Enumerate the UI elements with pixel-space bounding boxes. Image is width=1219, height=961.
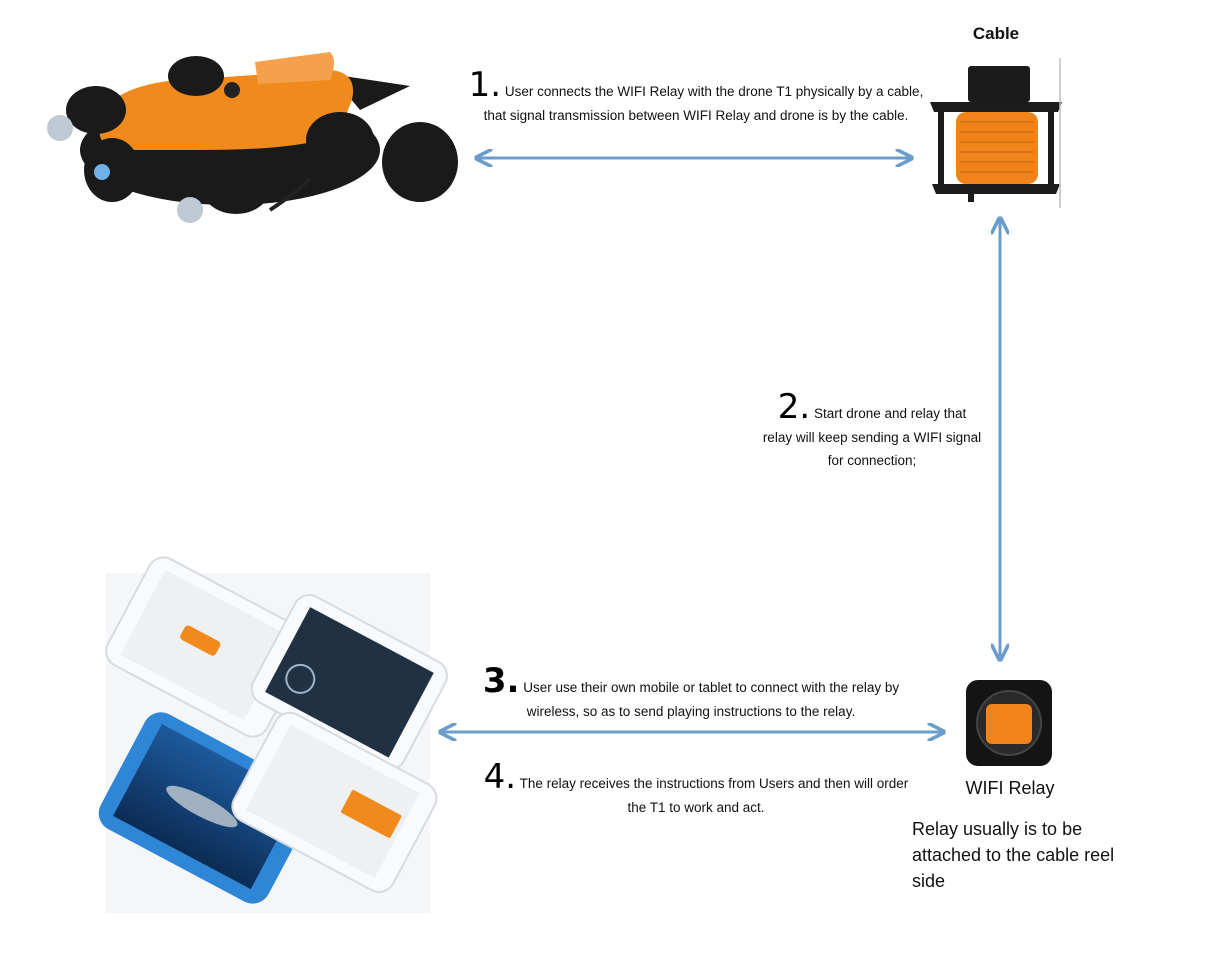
step-4-number: 4. (483, 757, 517, 797)
step-3-text: User use their own mobile or tablet to c… (523, 680, 900, 719)
step-4-text-block: 4. The relay receives the instructions f… (476, 760, 916, 819)
wifi-relay-image (966, 680, 1052, 766)
step-4: 4. The relay receives the instructions f… (476, 760, 916, 819)
wifi-relay-label: WIFI Relay (965, 778, 1055, 798)
mobile-app-image (98, 556, 448, 913)
cable-reel-image (930, 58, 1062, 208)
step-3: 3. User use their own mobile or tablet t… (456, 664, 926, 723)
step-3-number: 3. (482, 661, 520, 701)
step-2: 2. Start drone and relay that relay will… (762, 390, 982, 473)
step-1-text: User connects the WIFI Relay with the dr… (483, 84, 924, 123)
step-1-number: 1. (468, 65, 502, 105)
step-2-text: Start drone and relay that relay will ke… (762, 406, 982, 469)
step-3-text-block: 3. User use their own mobile or tablet t… (456, 664, 926, 723)
cable-title: Cable (972, 24, 1020, 43)
step-2-number: 2. (777, 387, 811, 427)
relay-note: Relay usually is to be attached to the c… (912, 819, 1115, 892)
step-1: 1. User connects the WIFI Relay with the… (466, 68, 926, 127)
step-1-text-block: 1. User connects the WIFI Relay with the… (466, 68, 926, 127)
step-2-text-block: 2. Start drone and relay that relay will… (762, 390, 982, 473)
step-4-text: The relay receives the instructions from… (519, 776, 909, 815)
drone-t1-image (47, 52, 458, 223)
